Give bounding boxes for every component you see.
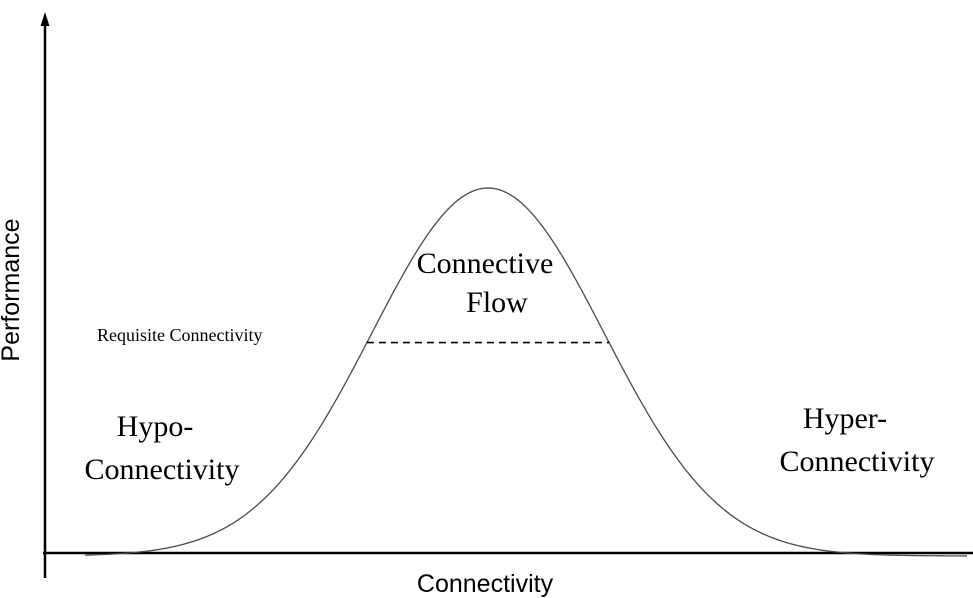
hypo-connectivity-label-line1: Hypo-	[117, 410, 194, 443]
hypo-connectivity-label-line2: Connectivity	[85, 453, 240, 486]
x-axis-title: Connectivity	[417, 570, 554, 598]
y-axis-arrowhead	[40, 12, 50, 26]
connective-flow-label-line2: Flow	[466, 286, 528, 319]
performance-curve	[84, 187, 968, 557]
hyper-connectivity-label-line2: Connectivity	[780, 445, 935, 478]
requisite-connectivity-label: Requisite Connectivity	[97, 325, 262, 345]
connective-flow-label-line1: Connective	[417, 247, 554, 280]
hyper-connectivity-label-line1: Hyper-	[803, 402, 887, 435]
y-axis-title: Performance	[0, 218, 25, 361]
